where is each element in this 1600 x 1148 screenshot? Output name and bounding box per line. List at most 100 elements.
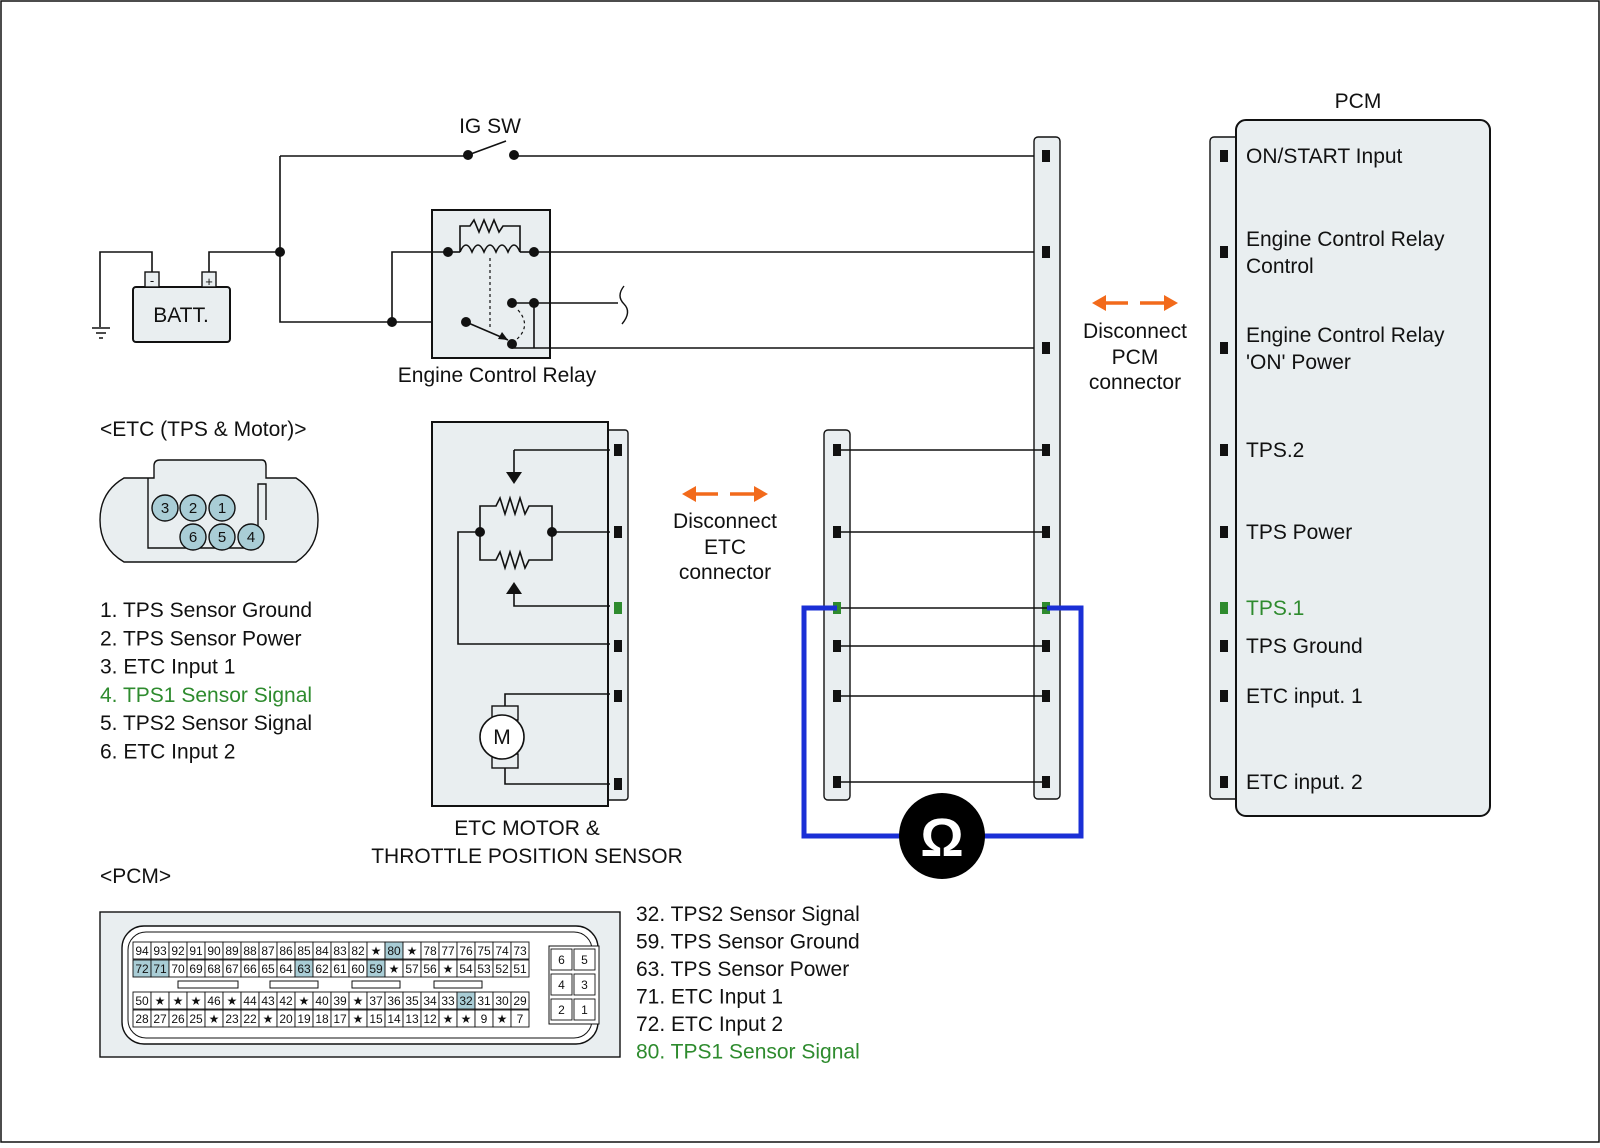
harness-pin xyxy=(1042,246,1050,258)
tps2-potentiometer-icon xyxy=(479,495,553,532)
pcm-connector-cell-label: 67 xyxy=(225,962,239,976)
etc-component-pin xyxy=(614,444,622,456)
pcm-connector-cell xyxy=(510,959,530,978)
pcm-connector-cell-label: 82 xyxy=(351,944,365,958)
disconnect-etc-line-1: Disconnect xyxy=(673,510,777,533)
ohmmeter-lead-pcm xyxy=(982,605,1084,839)
relay-coil-icon xyxy=(459,244,521,255)
pcm-connector-cell-label: ★ xyxy=(407,944,418,958)
pcm-connector-cell-label: 7 xyxy=(517,1012,524,1026)
pcm-connector-cell-label: 69 xyxy=(189,962,203,976)
pcm-connector-cell-label: 83 xyxy=(333,944,347,958)
etc-component-pin xyxy=(614,778,622,790)
pcm-connector-cell-label: 12 xyxy=(423,1012,437,1026)
motor-icon: M xyxy=(479,705,525,769)
pcm-connector-cell-label: 85 xyxy=(297,944,311,958)
pcm-pin-label: TPS Power xyxy=(1246,521,1352,544)
relay-resistor-icon xyxy=(459,217,521,252)
pcm-pin xyxy=(1220,246,1228,258)
pcm-connector-cell-label: 52 xyxy=(495,962,509,976)
pcm-connector-cell-label: 86 xyxy=(279,944,293,958)
pcm-pin-list-item: 71. ETC Input 1 xyxy=(636,986,783,1009)
pcm-connector-cell-label: 14 xyxy=(387,1012,401,1026)
harness-connector-pcm-side xyxy=(1033,136,1061,800)
pcm-connector-side-label: 4 xyxy=(558,978,565,992)
battery-plus-label: + xyxy=(205,274,213,289)
pcm-connector-cell-label: 78 xyxy=(423,944,437,958)
pcm-connector-side-cell xyxy=(550,973,573,996)
pcm-title: PCM xyxy=(1335,90,1382,113)
harness-pin xyxy=(1042,150,1050,162)
pcm-pin xyxy=(1220,444,1228,456)
ignition-switch-icon xyxy=(280,140,519,160)
pcm-connector-cell-label: 93 xyxy=(153,944,167,958)
etc-connector-pin-number: 5 xyxy=(218,529,226,546)
engine-control-relay xyxy=(431,209,551,359)
pcm-pin-label: TPS.1 xyxy=(1246,597,1304,620)
pcm-connector-cell-label: ★ xyxy=(263,1012,274,1026)
etc-motor-tps-component: M xyxy=(431,421,629,807)
etc-pin-list-item: 4. TPS1 Sensor Signal xyxy=(100,684,312,707)
relay-label: Engine Control Relay xyxy=(398,364,597,387)
pcm-connector-cell-label: 80 xyxy=(387,944,401,958)
pcm-connector-side-label: 5 xyxy=(581,953,588,967)
pcm-connector-cell-label: ★ xyxy=(155,994,166,1008)
etc-connector-pin xyxy=(237,523,265,551)
pcm-connector-cell-label: 76 xyxy=(459,944,473,958)
pcm-connector-cell-label: 19 xyxy=(297,1012,311,1026)
pcm-connector-cell-label: 84 xyxy=(315,944,329,958)
pcm-connector-cell-label: 13 xyxy=(405,1012,419,1026)
pcm-connector-cell-label: 46 xyxy=(207,994,221,1008)
pcm-connector-cell-label: 28 xyxy=(135,1012,149,1026)
pcm-connector-cell-label: ★ xyxy=(389,962,400,976)
pcm-connector-cell-label: 64 xyxy=(279,962,293,976)
etc-component-pin xyxy=(614,526,622,538)
pcm-pin-label: Engine Control Relay xyxy=(1246,324,1445,347)
pcm-connector-cell-label: 22 xyxy=(243,1012,257,1026)
pcm-connector-cell-label: 66 xyxy=(243,962,257,976)
pcm-connector-cell-label: ★ xyxy=(371,944,382,958)
etc-component-pin xyxy=(614,602,622,614)
etc-connector-pin-number: 6 xyxy=(189,529,197,546)
pcm-connector-cell-label: ★ xyxy=(191,994,202,1008)
pcm-pin-list-item: 32. TPS2 Sensor Signal xyxy=(636,903,860,926)
pcm-connector-cell-label: 68 xyxy=(207,962,221,976)
pcm-connector-cell-label: ★ xyxy=(353,1012,364,1026)
pcm-pin-label: TPS.2 xyxy=(1246,439,1304,462)
pcm-connector-cell-label: 94 xyxy=(135,944,149,958)
etc-pin-list-item: 3. ETC Input 1 xyxy=(100,656,235,679)
pcm-connector-cell-label: ★ xyxy=(497,1012,508,1026)
pcm-pin-label: TPS Ground xyxy=(1246,635,1363,658)
etc-pin-list-item: 2. TPS Sensor Power xyxy=(100,627,302,650)
disconnect-etc-line-2: ETC xyxy=(704,536,746,559)
pcm-connector-title: <PCM> xyxy=(100,865,171,888)
etc-connector-pin xyxy=(179,523,207,551)
pcm-connector-cell xyxy=(510,941,530,960)
harness-etc-pin xyxy=(833,640,841,652)
battery: - + BATT. xyxy=(132,271,231,343)
pcm-connector-cell-label: ★ xyxy=(443,1012,454,1026)
etc-pin-list-item: 6. ETC Input 2 xyxy=(100,741,235,764)
harness-etc-pin xyxy=(833,444,841,456)
pcm-connector-cell-label: ★ xyxy=(461,1012,472,1026)
pcm-connector-cell-label: 30 xyxy=(495,994,509,1008)
pcm-connector-side-cell xyxy=(550,948,573,971)
battery-label: BATT. xyxy=(153,304,209,327)
pcm-pin xyxy=(1220,526,1228,538)
pcm-connector-cell-label: 74 xyxy=(495,944,509,958)
pcm-connector-cell-label: 56 xyxy=(423,962,437,976)
etc-component-pin xyxy=(614,640,622,652)
pcm-connector-cell-label: 60 xyxy=(351,962,365,976)
pcm-connector-cell-label: 39 xyxy=(333,994,347,1008)
pcm-pin xyxy=(1220,690,1228,702)
pcm-connector-cell-label: 92 xyxy=(171,944,185,958)
ohmmeter-icon: Ω xyxy=(899,793,985,879)
pcm-module xyxy=(1235,119,1491,817)
etc-connector-pin-number: 3 xyxy=(161,500,169,517)
pcm-connector-cell-label: 70 xyxy=(171,962,185,976)
pcm-connector-cell-label: 75 xyxy=(477,944,491,958)
disconnect-pcm-line-1: Disconnect xyxy=(1083,320,1187,343)
pcm-connector-cell-label: 18 xyxy=(315,1012,329,1026)
